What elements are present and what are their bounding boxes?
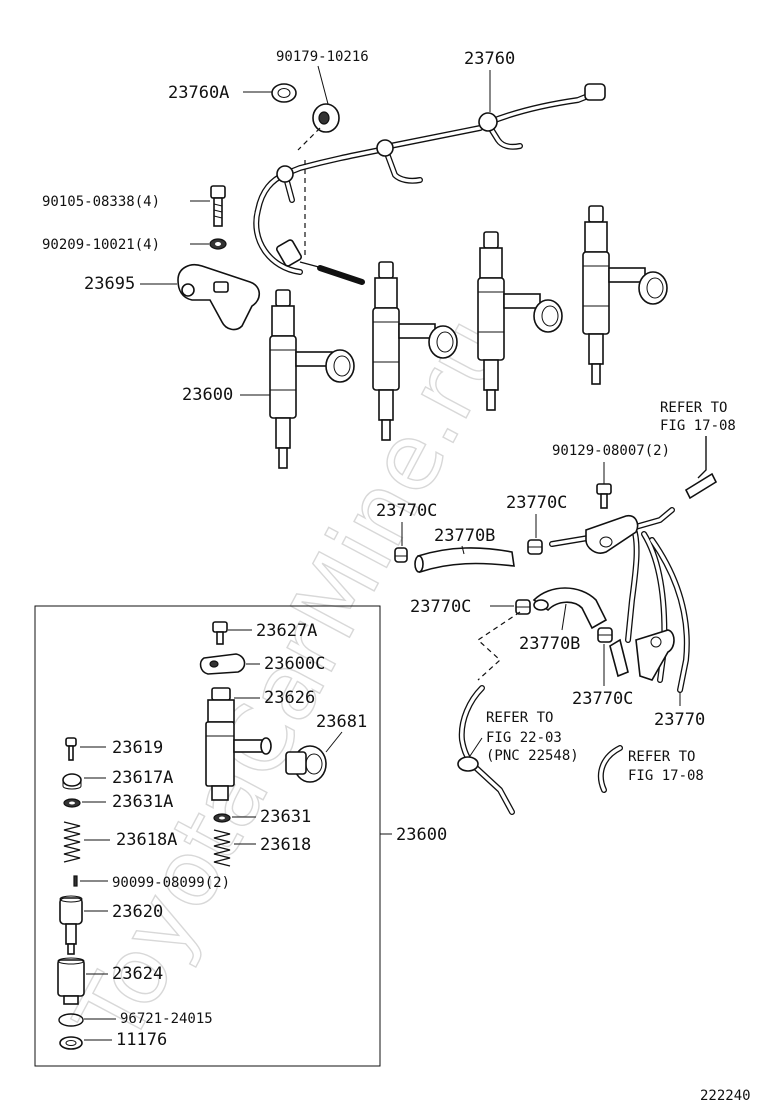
label-96721-24015: 96721-24015 (120, 1011, 213, 1027)
clamp-23695 (177, 264, 261, 331)
label-23626: 23626 (264, 688, 315, 708)
seat-23617A (62, 773, 82, 790)
label-23770B-a: 23770B (434, 526, 495, 546)
label-23619: 23619 (112, 738, 163, 758)
nut-90179 (312, 103, 340, 133)
leakage-pipe-23770 (549, 507, 690, 693)
bolt-23627A (212, 621, 228, 645)
label-23620: 23620 (112, 902, 163, 922)
shim-23631 (213, 813, 231, 823)
gasket-11176 (59, 1036, 83, 1050)
label-90179-10216: 90179-10216 (276, 49, 369, 65)
figure-code: 222240 (700, 1088, 751, 1104)
ref1-line1: REFER TO (660, 400, 727, 416)
injector-2 (372, 261, 458, 441)
label-23624: 23624 (112, 964, 163, 984)
label-11176: 11176 (116, 1030, 167, 1050)
label-90129-08007: 90129-08007(2) (552, 443, 670, 459)
label-23681: 23681 (316, 712, 367, 732)
label-23770C-d: 23770C (572, 689, 633, 709)
injector-3 (477, 231, 563, 411)
pin-90099 (73, 875, 78, 887)
retaining-nut-23624 (57, 957, 85, 1005)
ref2-line1: REFER TO (486, 710, 553, 726)
ref1-line2: FIG 17-08 (660, 418, 736, 434)
ref3-line1: REFER TO (628, 749, 695, 765)
label-90209-10021: 90209-10021(4) (42, 237, 160, 253)
label-23695: 23695 (84, 274, 135, 294)
label-23600C: 23600C (264, 654, 325, 674)
cap-23681 (285, 745, 327, 783)
injector-body-23626 (205, 687, 272, 801)
label-23631: 23631 (260, 807, 311, 827)
clamp-23770C-3 (515, 599, 531, 615)
label-23627A: 23627A (256, 621, 317, 641)
bolt-90105 (210, 185, 226, 227)
label-23631A: 23631A (112, 792, 173, 812)
pin-23619 (65, 737, 77, 761)
injection-pipe-assembly (253, 83, 606, 285)
injector-1 (269, 289, 355, 469)
washer-90209 (209, 238, 227, 250)
label-23617A: 23617A (112, 768, 173, 788)
spring-23618 (213, 829, 231, 867)
label-23600-top: 23600 (182, 385, 233, 405)
label-23618A: 23618A (116, 830, 177, 850)
shim-23631A (63, 798, 81, 808)
clamp-23770C-1 (394, 547, 408, 563)
nozzle-23620 (59, 895, 83, 955)
label-23770B-b: 23770B (519, 634, 580, 654)
ref2-line3: (PNC 22548) (486, 748, 579, 764)
label-23770C-b: 23770C (506, 493, 567, 513)
label-23770C-a: 23770C (376, 501, 437, 521)
label-23770: 23770 (654, 710, 705, 730)
label-23618: 23618 (260, 835, 311, 855)
o-ring-96721 (58, 1013, 84, 1027)
injector-exploded-view-box (34, 605, 381, 1067)
overflow-hose (597, 745, 623, 793)
label-23600-box: 23600 (396, 825, 447, 845)
return-pipe (457, 685, 515, 815)
label-90099-08099: 90099-08099(2) (112, 875, 230, 891)
ref2-line2: FIG 22-03 (486, 730, 562, 746)
label-23760: 23760 (464, 49, 515, 69)
gasket-23760A (271, 83, 297, 103)
label-90105-08338: 90105-08338(4) (42, 194, 160, 210)
plate-23600C (199, 653, 246, 675)
hose-23770B-upper (414, 547, 515, 574)
ref3-line2: FIG 17-08 (628, 768, 704, 784)
clamp-23770C-4 (597, 627, 613, 643)
injector-4 (582, 205, 668, 385)
spring-23618A (63, 821, 81, 863)
label-23770C-c: 23770C (410, 597, 471, 617)
label-23760A: 23760A (168, 83, 229, 103)
hose-23770B-lower (532, 587, 608, 630)
clamp-23770C-2 (527, 539, 543, 555)
bolt-90129 (596, 483, 612, 509)
